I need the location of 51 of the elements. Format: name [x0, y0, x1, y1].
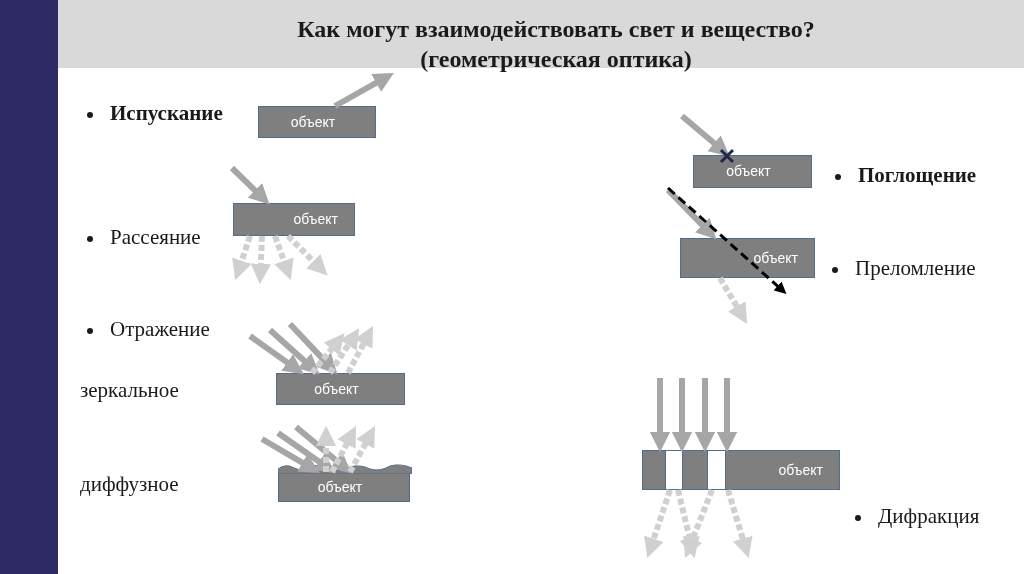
arrow [680, 113, 730, 157]
term-label: Рассеяние [110, 224, 201, 251]
object-box [693, 155, 812, 188]
arrow [285, 233, 328, 276]
arrow [229, 165, 270, 205]
arrow [675, 489, 700, 559]
term-label: диффузное [80, 471, 179, 498]
box-label: объект [778, 460, 824, 480]
arrow [347, 426, 376, 474]
object-box [276, 373, 405, 405]
object-box [258, 106, 376, 138]
arrow [315, 425, 337, 472]
arrow [644, 489, 673, 559]
arrow [694, 378, 716, 453]
box-label: объект [317, 477, 364, 497]
term-label: зеркальное [80, 377, 179, 404]
arrow [671, 378, 693, 453]
term-label: Преломление [855, 255, 976, 282]
object-box [233, 203, 355, 236]
arrow [309, 333, 345, 375]
object-box [680, 238, 815, 278]
arrow [717, 276, 748, 324]
box-label: объект [726, 162, 772, 181]
arrow [268, 327, 320, 375]
arrow [294, 424, 352, 474]
arrow [683, 488, 715, 559]
arrow [248, 333, 304, 375]
arrow [250, 235, 271, 285]
object-box [642, 450, 840, 490]
term-label: Отражение [110, 316, 210, 343]
box-label: объект [290, 112, 337, 132]
box-label: объект [314, 379, 360, 399]
arrow [329, 426, 356, 474]
arrow [327, 328, 360, 375]
arrow [665, 187, 717, 240]
arrow [287, 321, 338, 375]
arrow [272, 235, 294, 281]
arrow [276, 430, 336, 474]
term-label: Поглощение [858, 162, 977, 189]
box-label: объект [753, 248, 799, 268]
arrow [333, 72, 394, 109]
box-label: объект [293, 210, 339, 229]
title: Как могут взаимодействовать свет и вещество? (геометрическая оптика) [296, 15, 816, 74]
term-label: Дифракция [878, 503, 980, 530]
arrow [260, 436, 320, 474]
term-label: Испускание [110, 100, 223, 127]
arrow [232, 235, 253, 281]
arrow [716, 378, 738, 453]
arrow [725, 489, 753, 559]
arrow [345, 326, 374, 375]
arrow [649, 378, 671, 453]
